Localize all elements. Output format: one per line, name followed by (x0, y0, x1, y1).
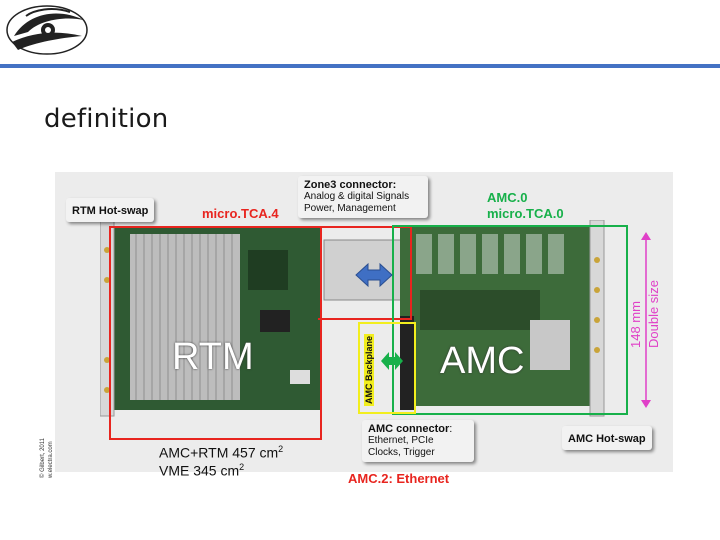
zone3-double-arrow (355, 262, 393, 288)
micro-tca4-label: micro.TCA.4 (202, 206, 279, 221)
amc-hotswap-label: AMC Hot-swap (568, 433, 646, 445)
area-vme-sup: 2 (239, 462, 245, 472)
amc-backplane-label: AMC Backplane (364, 333, 374, 406)
amc0-label: AMC.0 (487, 190, 528, 205)
institute-logo (6, 5, 88, 55)
rtm-label: RTM (172, 336, 254, 378)
area-amc-rtm-sup: 2 (278, 444, 284, 454)
micro-tca4-frame (109, 226, 322, 440)
rtm-hotswap-callout: RTM Hot-swap (66, 198, 155, 222)
zone3-line2: Power, Management (304, 203, 396, 214)
area-amc-rtm: AMC+RTM 457 cm2 (159, 440, 283, 462)
amc2-label: AMC.2: Ethernet (348, 471, 450, 486)
amc-connector-heading: AMC connector (368, 423, 450, 435)
double-size-arrow (641, 232, 651, 408)
rtm-inner-frame (318, 226, 412, 320)
board-photo (100, 220, 605, 417)
amc-hotswap-callout: AMC Hot-swap (562, 426, 652, 450)
area-vme: VME 345 cm2 (159, 458, 244, 480)
amc-backplane-frame (358, 322, 416, 414)
amc-label: AMC (440, 340, 525, 382)
zone3-callout: Zone3 connector: Analog & digital Signal… (298, 176, 428, 218)
image-credit-2: w.electra.com (48, 441, 54, 478)
area-vme-text: VME 345 cm (159, 462, 240, 479)
size-mm-label: 148 mm (628, 301, 643, 348)
zone3-line1: Analog & digital Signals (304, 191, 410, 202)
amc-connector-line1: Ethernet, PCIe (368, 435, 434, 446)
image-credit-1: © Gilbert, 2011 (40, 438, 46, 478)
double-size-label: Double size (646, 280, 661, 348)
header-rule (0, 64, 720, 68)
rtm-hotswap-label: RTM Hot-swap (72, 205, 149, 217)
amc-connector-line2: Clocks, Trigger (368, 447, 435, 458)
micro-tca0-frame (392, 225, 628, 415)
amc-connector-colon: : (449, 423, 453, 435)
amc-connector-callout: AMC connector: Ethernet, PCIe Clocks, Tr… (362, 420, 474, 462)
slide-title: definition (44, 104, 169, 134)
micro-tca0-label: micro.TCA.0 (487, 206, 564, 221)
zone3-heading: Zone3 connector: (304, 179, 397, 191)
backplane-double-arrow (381, 352, 403, 370)
area-amc-rtm-text: AMC+RTM 457 cm (159, 444, 279, 461)
